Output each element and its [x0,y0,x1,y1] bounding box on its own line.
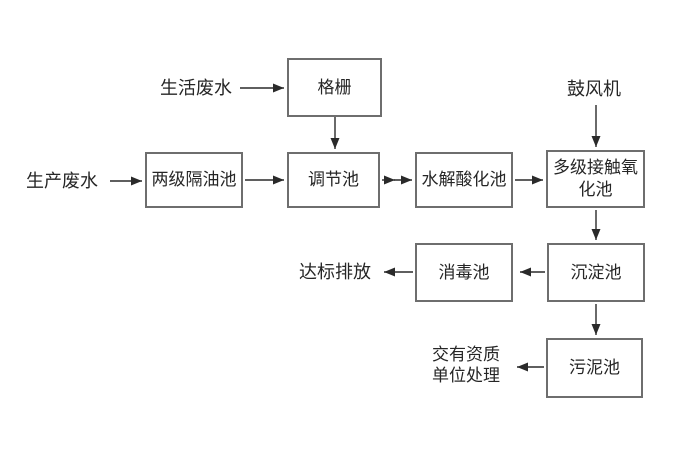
node-sludge-label: 污泥池 [569,358,620,378]
node-oil-separator: 两级隔油池 [145,152,243,208]
node-screen-label: 格栅 [317,77,352,98]
node-disinfection: 消毒池 [415,243,513,302]
node-oil-separator-label: 两级隔油池 [151,170,237,190]
node-regulating: 调节池 [287,152,380,208]
node-screen: 格栅 [287,58,382,117]
node-hydrolysis-label: 水解酸化池 [421,170,507,190]
node-oxidation: 多级接触氧化池 [546,150,645,208]
label-domestic-wastewater: 生活废水 [160,78,232,99]
node-sedimentation: 沉淀池 [547,243,645,302]
node-oxidation-label: 多级接触氧化池 [553,158,638,200]
label-production-wastewater: 生产废水 [26,171,98,192]
node-hydrolysis: 水解酸化池 [415,152,513,208]
label-qualified-unit: 交有资质 单位处理 [432,345,500,386]
node-sludge: 污泥池 [546,338,643,398]
node-disinfection-label: 消毒池 [438,262,490,283]
label-blower: 鼓风机 [567,79,621,100]
label-standard-discharge: 达标排放 [299,262,371,283]
node-sedimentation-label: 沉淀池 [570,262,622,283]
node-regulating-label: 调节池 [308,170,359,190]
